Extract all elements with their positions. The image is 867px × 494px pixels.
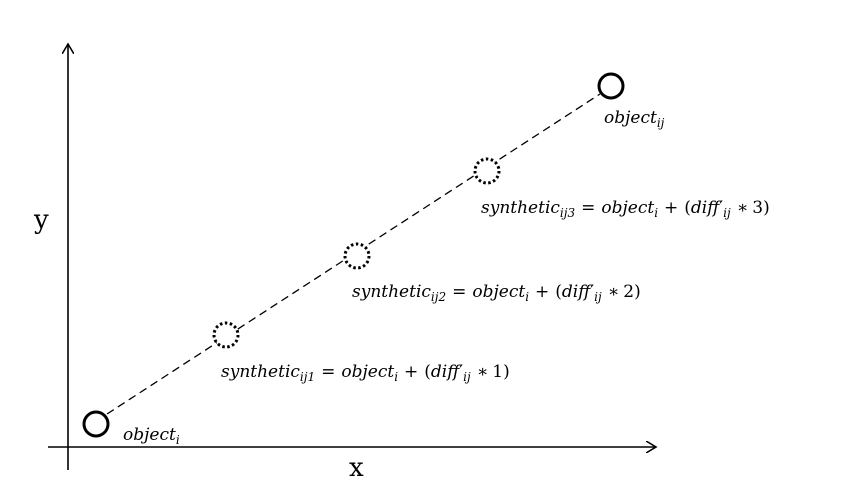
synthetic-point-3 [473,157,501,185]
synthetic-formula-1: syntheticij1=objecti+(diff′ij∗1) [221,362,510,384]
object-ij-label: objectij [604,108,665,130]
object-i-label: objecti [123,425,180,447]
synthetic-point-2 [343,242,371,270]
object-ij-point [597,72,625,100]
synthetic-formula-3: syntheticij3=objecti+(diff′ij∗3) [481,198,770,220]
synthetic-formula-2: syntheticij2=objecti+(diff′ij∗2) [352,282,641,304]
synthetic-point-1 [212,321,240,349]
x-axis-label: x [349,453,364,483]
y-axis-label: y [33,205,49,235]
object-i-point [82,410,110,438]
